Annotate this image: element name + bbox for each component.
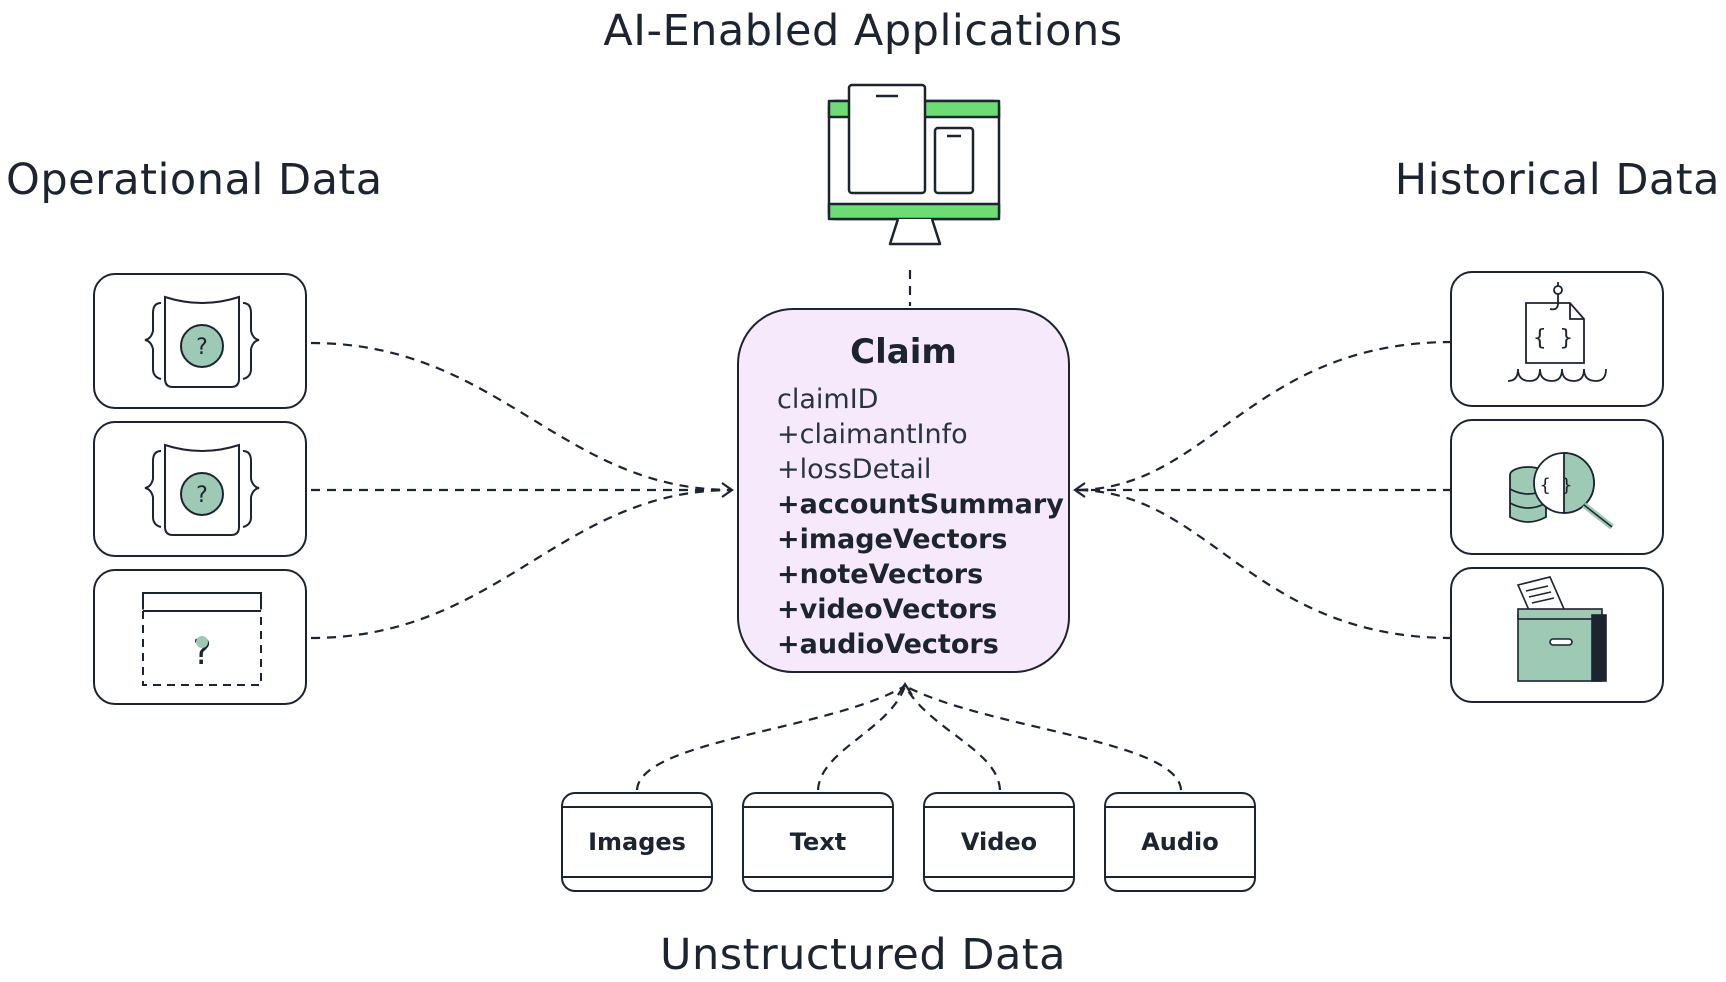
media-audio: Audio [1104,792,1256,892]
arrowhead-right [1073,482,1086,498]
monitor-icon [827,83,1001,246]
svg-text:{ }: { } [1540,475,1573,496]
media-images: Images [561,792,713,892]
claim-field: +accountSummary [777,489,1064,520]
media-label: Images [588,828,686,856]
connector-left-3 [310,488,733,640]
database-magnifier-icon: { } [1509,452,1614,530]
connector-bottom-audio [904,685,1183,791]
media-label: Video [960,828,1038,856]
historical-source-3 [1450,567,1664,703]
heading-operational-data: Operational Data [6,155,383,205]
media-top-rule [744,806,892,808]
claim-title: Claim [850,332,957,372]
connector-bottom-text [816,685,907,791]
media-bottom-rule [925,876,1073,878]
historical-source-2: { } [1450,419,1664,555]
connector-bottom-video [904,685,1002,791]
claim-field: +claimantInfo [777,419,968,450]
operational-source-3: ? [93,569,307,705]
claim-field: +imageVectors [777,524,1008,555]
connector-right-3 [1074,488,1453,640]
media-top-rule [925,806,1073,808]
svg-text:?: ? [196,483,208,508]
claim-field: +lossDetail [777,454,932,485]
claim-field: +audioVectors [777,629,999,660]
media-text: Text [742,792,894,892]
svg-text:{ }: { } [1533,326,1573,351]
media-top-rule [563,806,711,808]
arrowhead-left [721,482,734,498]
heading-unstructured-data: Unstructured Data [660,930,1066,980]
arrowhead-bottom [897,681,913,696]
media-bottom-rule [563,876,711,878]
media-video: Video [923,792,1075,892]
operational-source-2: ? [93,421,307,557]
dashed-question-card-icon: ? [141,592,263,687]
json-question-icon: ? [144,443,260,536]
archive-box-icon [1516,576,1607,682]
connector-bottom-images [635,685,906,791]
heading-ai-enabled-applications: AI-Enabled Applications [603,6,1123,56]
heading-historical-data: Historical Data [1394,155,1720,205]
media-top-rule [1106,806,1254,808]
operational-source-1: ? [93,273,307,409]
connector-right-1 [1074,340,1453,492]
claim-entity: Claim claimID +claimantInfo +lossDetail … [737,308,1070,673]
historical-source-1: { } [1450,271,1664,407]
media-bottom-rule [744,876,892,878]
document-hook-icon: { } [1507,282,1607,382]
claim-field-list: claimID +claimantInfo +lossDetail +accou… [777,382,1064,662]
media-label: Text [789,828,847,856]
claim-field: +noteVectors [777,559,984,590]
claim-field: claimID [777,384,879,415]
json-question-icon: ? [144,295,260,388]
media-label: Audio [1141,828,1219,856]
svg-text:?: ? [196,335,208,360]
media-bottom-rule [1106,876,1254,878]
connector-left-1 [310,341,733,492]
claim-field: +videoVectors [777,594,998,625]
